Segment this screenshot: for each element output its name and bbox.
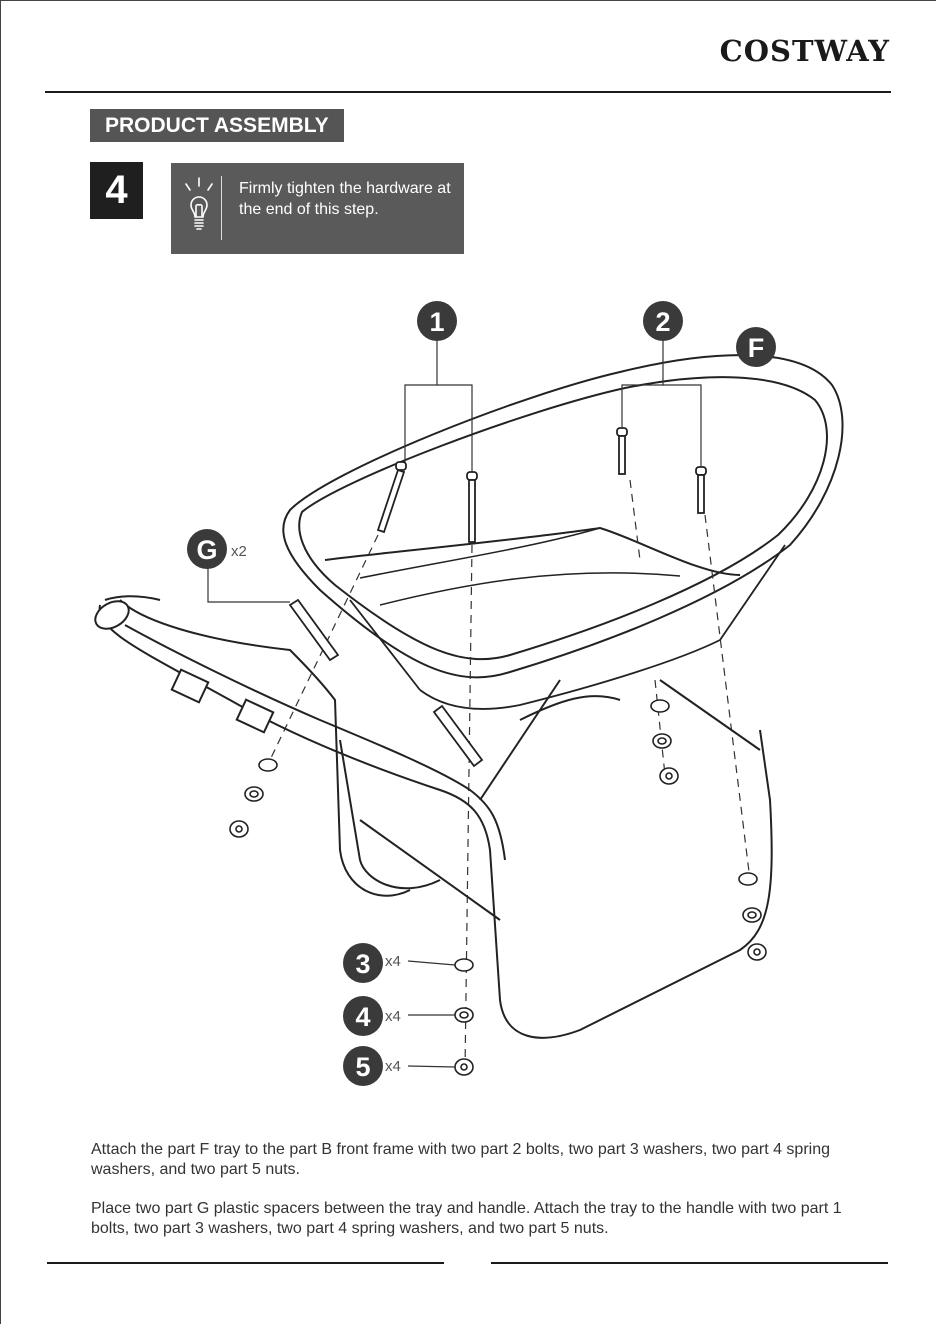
- footer-rule-left: [47, 1262, 444, 1264]
- brand-logo: COSTWAY: [719, 34, 890, 68]
- callout-f: F: [736, 327, 776, 367]
- callout-3-qty: x4: [385, 953, 401, 970]
- instructions: Attach the part F tray to the part B fro…: [91, 1140, 871, 1258]
- spacers-part-g: [288, 598, 484, 768]
- tip-box: Firmly tighten the hardware at the end o…: [171, 163, 464, 254]
- hardware-right-back: [738, 872, 767, 961]
- svg-text:4: 4: [355, 1002, 370, 1032]
- callout-4: 4 x4: [343, 996, 401, 1036]
- hardware-center: [454, 958, 474, 1076]
- tip-divider: [221, 176, 222, 240]
- svg-text:1: 1: [429, 307, 444, 337]
- instruction-paragraph-2: Place two part G plastic spacers between…: [91, 1200, 842, 1237]
- leader-lines: [207, 340, 702, 1068]
- bolts: [376, 427, 707, 543]
- svg-text:3: 3: [355, 949, 370, 979]
- hardware-left: [229, 758, 278, 838]
- callout-5-qty: x4: [385, 1058, 401, 1075]
- page-border-top: [0, 0, 936, 1]
- section-title: PRODUCT ASSEMBLY: [90, 109, 344, 142]
- callout-4-qty: x4: [385, 1008, 401, 1025]
- svg-text:F: F: [748, 333, 765, 363]
- assembly-diagram: 1 2 F G x2 3 x4 4 x4 5 x4: [94, 301, 844, 1086]
- handle-grips: [94, 600, 275, 734]
- callout-5: 5 x4: [343, 1046, 401, 1086]
- callout-1: 1: [417, 301, 457, 341]
- callout-g-qty: x2: [231, 543, 247, 560]
- callout-3: 3 x4: [343, 943, 401, 983]
- footer-rule-right: [491, 1262, 888, 1264]
- step-number: 4: [90, 162, 143, 219]
- header-rule: [45, 91, 891, 93]
- tray-part-f: [282, 354, 844, 710]
- tip-text: Firmly tighten the hardware at the end o…: [239, 180, 451, 218]
- callout-g: G x2: [187, 529, 247, 569]
- svg-text:5: 5: [355, 1052, 370, 1082]
- svg-text:G: G: [196, 535, 217, 565]
- guide-lines: [269, 479, 751, 1071]
- lightbulb-icon: [185, 177, 213, 230]
- svg-text:2: 2: [655, 307, 670, 337]
- callout-2: 2: [643, 301, 683, 341]
- hardware-right-front: [650, 699, 679, 785]
- instruction-paragraph-1: Attach the part F tray to the part B fro…: [91, 1141, 830, 1178]
- page-border-left: [0, 0, 1, 1324]
